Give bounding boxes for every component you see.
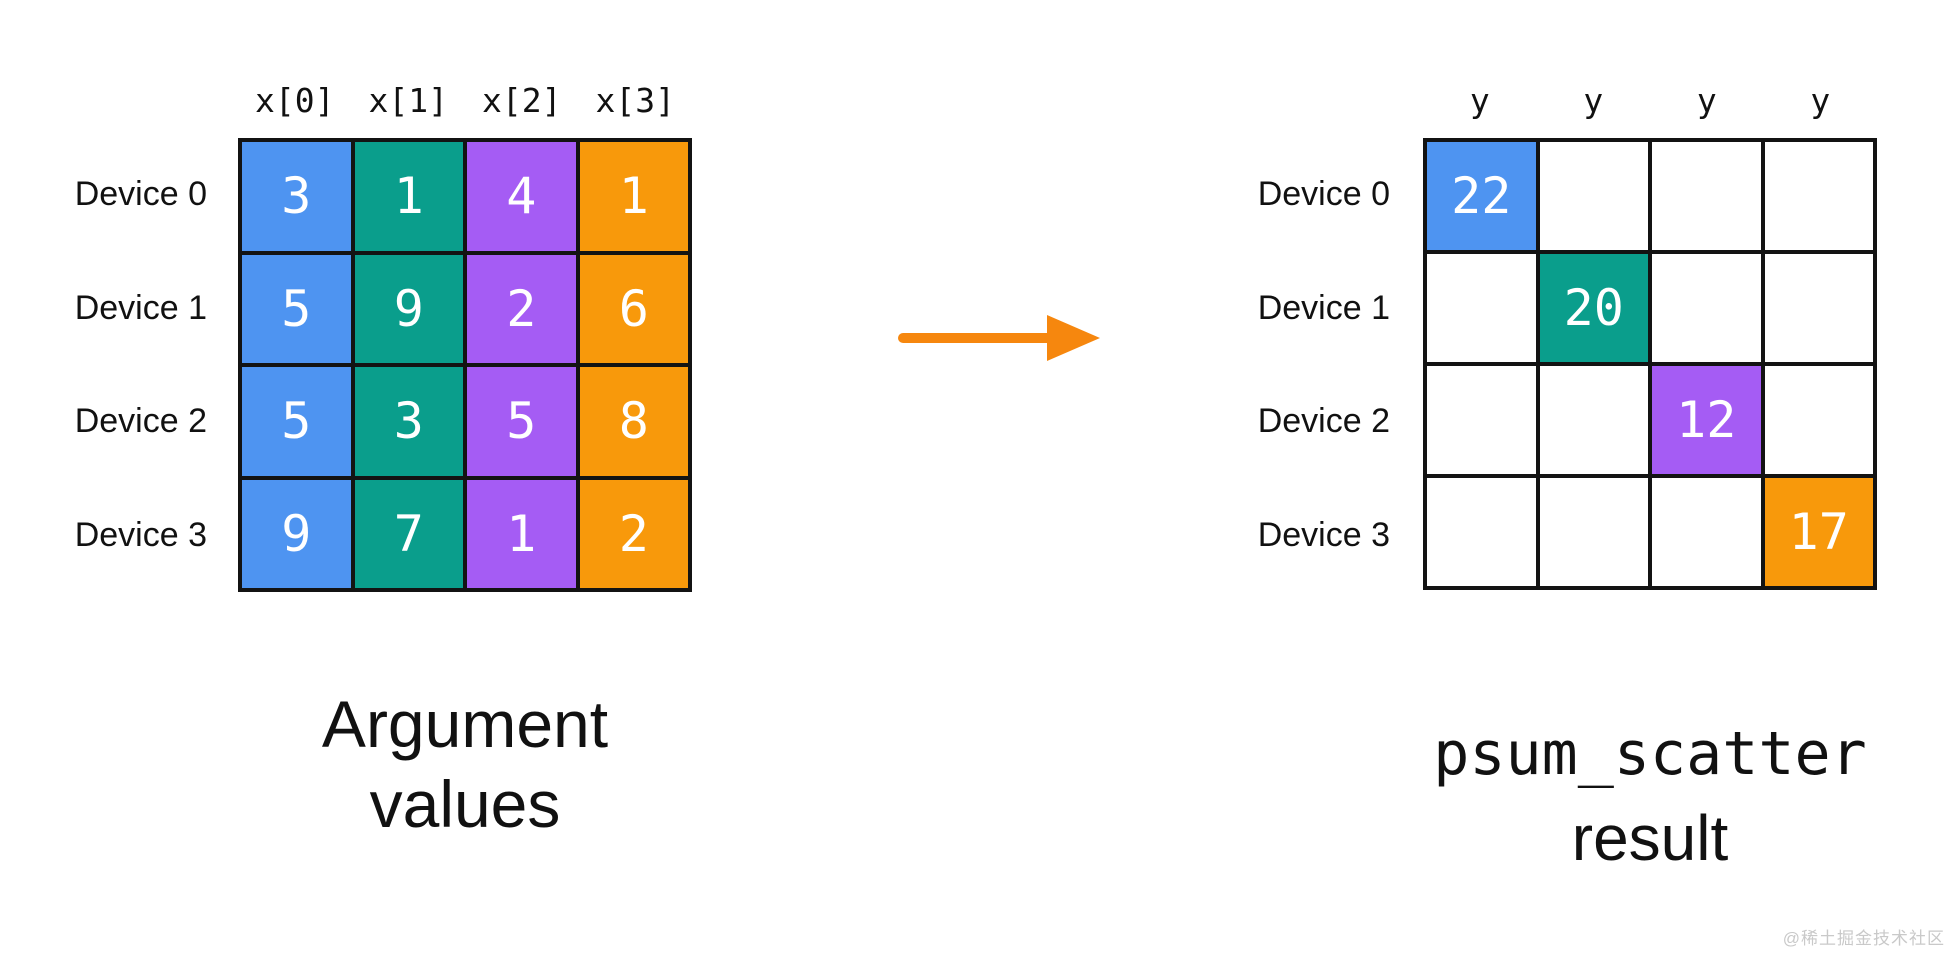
grid-cell: 12 bbox=[1652, 366, 1761, 474]
column-header: x[1] bbox=[368, 80, 448, 120]
grid-cell: 3 bbox=[354, 367, 463, 476]
left-row-labels: Device 0 Device 1 Device 2 Device 3 bbox=[0, 138, 207, 592]
column-header: x[3] bbox=[595, 80, 675, 120]
column-header: y bbox=[1810, 80, 1831, 120]
grid-cell bbox=[1427, 254, 1536, 362]
watermark: @稀土掘金技术社区 bbox=[1782, 929, 1945, 948]
grid-cell: 22 bbox=[1427, 142, 1536, 250]
row-label: Device 0 bbox=[74, 175, 207, 214]
grid-cell: 4 bbox=[467, 142, 576, 251]
grid-cell: 6 bbox=[579, 254, 688, 363]
left-column-headers: x[0] x[1] x[2] x[3] bbox=[238, 76, 692, 124]
grid-cell bbox=[1652, 478, 1761, 586]
grid-cell bbox=[1427, 478, 1536, 586]
right-caption: psum_scatter result bbox=[1423, 712, 1877, 880]
grid-cell bbox=[1652, 254, 1761, 362]
grid-cell: 1 bbox=[467, 479, 576, 588]
grid-cell bbox=[1652, 142, 1761, 250]
column-header: y bbox=[1469, 80, 1490, 120]
column-header: x[2] bbox=[482, 80, 562, 120]
grid-cell bbox=[1427, 366, 1536, 474]
grid-cell: 8 bbox=[579, 367, 688, 476]
row-label: Device 0 bbox=[1257, 175, 1390, 214]
column-header: y bbox=[1696, 80, 1717, 120]
column-header: x[0] bbox=[255, 80, 335, 120]
right-row-labels: Device 0 Device 1 Device 2 Device 3 bbox=[1185, 138, 1390, 592]
row-label: Device 1 bbox=[1257, 288, 1390, 327]
left-caption: Argument values bbox=[238, 684, 692, 844]
row-label: Device 1 bbox=[74, 288, 207, 327]
transform-arrow-icon bbox=[895, 312, 1105, 369]
grid-cell: 7 bbox=[354, 479, 463, 588]
grid-cell: 1 bbox=[354, 142, 463, 251]
grid-cell: 5 bbox=[242, 367, 351, 476]
grid-cell bbox=[1539, 142, 1648, 250]
right-caption-line2: result bbox=[1571, 802, 1729, 874]
row-label: Device 3 bbox=[1257, 515, 1390, 554]
grid-cell bbox=[1764, 142, 1873, 250]
grid-cell: 17 bbox=[1764, 478, 1873, 586]
grid-cell bbox=[1539, 478, 1648, 586]
grid-cell bbox=[1764, 254, 1873, 362]
row-label: Device 2 bbox=[1257, 402, 1390, 441]
grid-cell bbox=[1764, 366, 1873, 474]
column-header: y bbox=[1583, 80, 1604, 120]
left-caption-line1: Argument bbox=[321, 687, 609, 761]
grid-cell: 3 bbox=[242, 142, 351, 251]
grid-cell: 5 bbox=[242, 254, 351, 363]
grid-cell bbox=[1539, 366, 1648, 474]
right-caption-line1: psum_scatter bbox=[1433, 719, 1867, 789]
row-label: Device 2 bbox=[74, 402, 207, 441]
grid-cell: 9 bbox=[354, 254, 463, 363]
grid-cell: 1 bbox=[579, 142, 688, 251]
grid-cell: 2 bbox=[579, 479, 688, 588]
row-label: Device 3 bbox=[74, 515, 207, 554]
grid-cell: 2 bbox=[467, 254, 576, 363]
grid-cell: 20 bbox=[1539, 254, 1648, 362]
left-caption-line2: values bbox=[369, 767, 561, 841]
grid-cell: 5 bbox=[467, 367, 576, 476]
grid-cell: 9 bbox=[242, 479, 351, 588]
